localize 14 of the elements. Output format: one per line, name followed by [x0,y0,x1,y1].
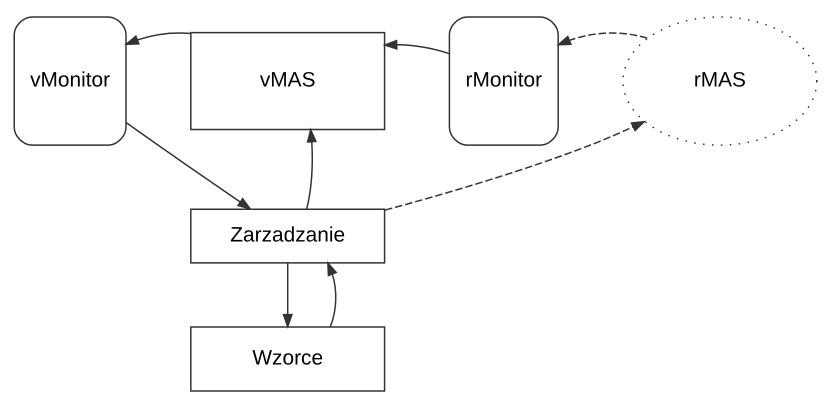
arrow [306,128,318,210]
node-box: vMonitor [13,16,127,146]
arrow [327,260,338,327]
arrow [556,32,648,46]
arrow [282,262,293,329]
node-ellipse: rMAS [622,16,818,146]
node-box: Zarzadzanie [190,208,386,264]
arrow [382,39,450,54]
node-box: rMonitor [448,16,559,146]
node-box: vMAS [190,32,386,130]
arrow [124,32,191,46]
arrow [126,122,252,210]
arrow [384,120,646,211]
node-box: Wzorce [190,326,386,392]
